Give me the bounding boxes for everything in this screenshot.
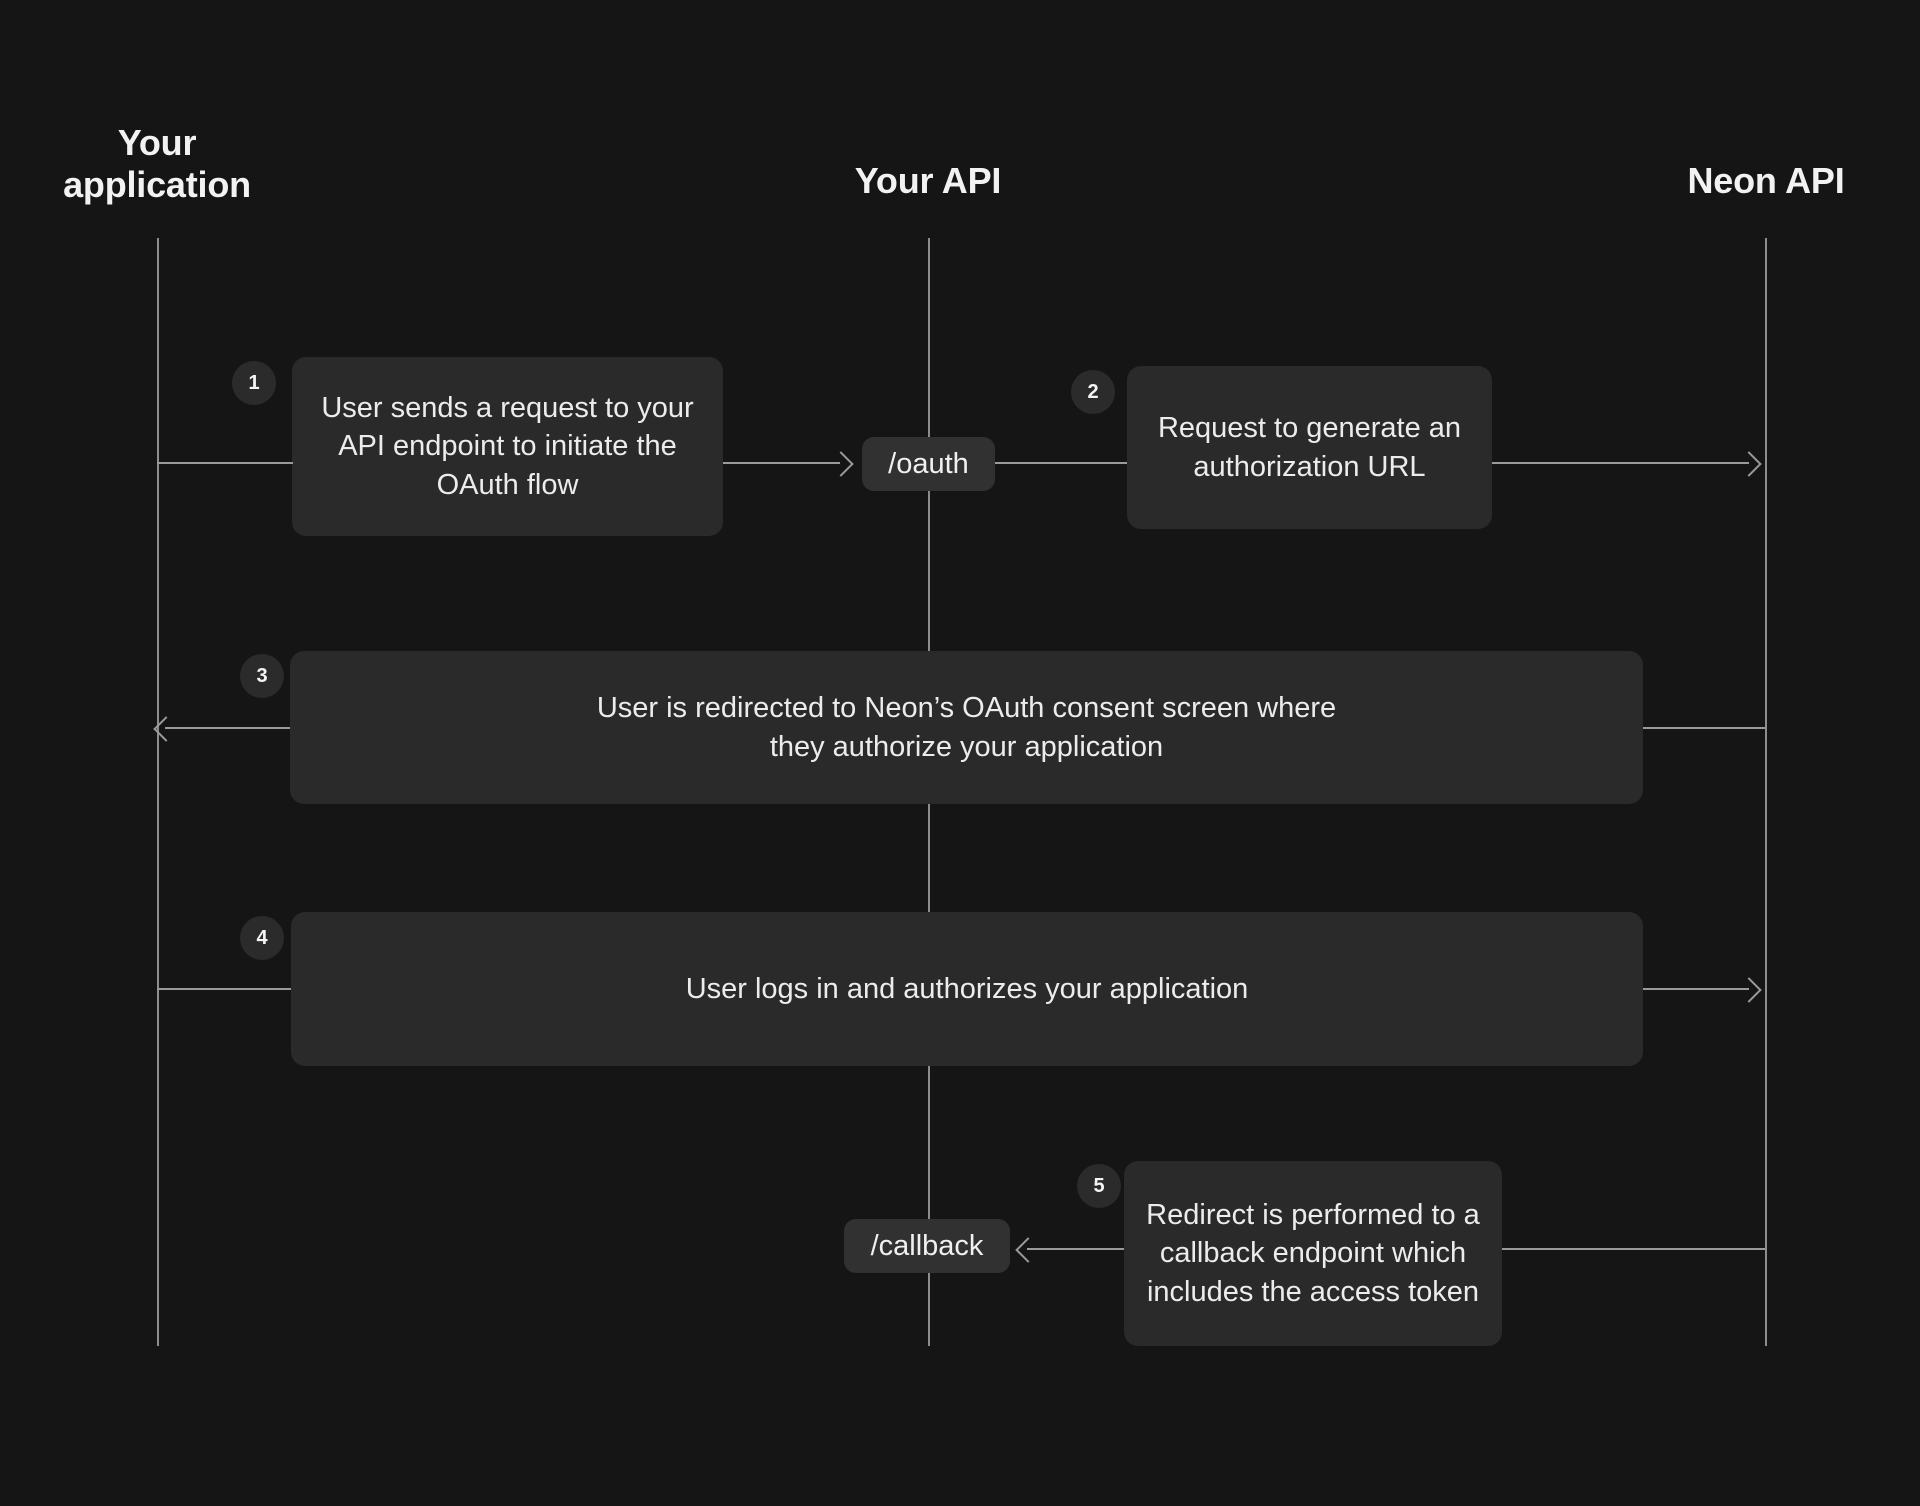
connector-step-2-right	[1492, 462, 1749, 464]
actor-label-your-application: Your application	[63, 122, 251, 206]
connector-step-5-left	[1027, 1248, 1124, 1250]
arrowhead-step-2	[1736, 451, 1762, 477]
lifeline-your-application	[157, 238, 159, 1346]
arrowhead-step-4	[1736, 977, 1762, 1003]
lifeline-neon-api	[1765, 238, 1767, 1346]
endpoint-pill-oauth[interactable]: /oauth	[862, 437, 995, 491]
arrowhead-step-5	[1015, 1237, 1041, 1263]
message-text-step-5: Redirect is performed to a callback endp…	[1146, 1198, 1480, 1308]
message-box-step-5: Redirect is performed to a callback endp…	[1124, 1161, 1502, 1346]
step-badge-3: 3	[240, 654, 284, 698]
connector-step-1-left	[157, 462, 293, 464]
connector-step-5-right	[1502, 1248, 1765, 1250]
step-badge-1: 1	[232, 361, 276, 405]
connector-step-3-right	[1643, 727, 1765, 729]
step-badge-4: 4	[240, 916, 284, 960]
endpoint-pill-callback[interactable]: /callback	[844, 1219, 1010, 1273]
connector-step-1-right	[723, 462, 840, 464]
step-badge-5: 5	[1077, 1164, 1121, 1208]
connector-step-4-right	[1643, 988, 1749, 990]
arrowhead-step-1	[828, 451, 854, 477]
message-box-step-1: User sends a request to your API endpoin…	[292, 357, 723, 536]
message-text-step-3: User is redirected to Neon’s OAuth conse…	[596, 691, 1337, 763]
message-text-step-4: User logs in and authorizes your applica…	[685, 972, 1249, 1005]
message-text-step-2: Request to generate an authorization URL	[1157, 411, 1462, 483]
actor-label-neon-api: Neon API	[1687, 160, 1845, 201]
message-box-step-3: User is redirected to Neon’s OAuth conse…	[290, 651, 1643, 804]
message-text-step-1: User sends a request to your API endpoin…	[321, 391, 694, 501]
connector-step-3-left	[165, 727, 290, 729]
message-box-step-2: Request to generate an authorization URL	[1127, 366, 1492, 529]
connector-step-2-left	[995, 462, 1127, 464]
connector-step-4-left	[157, 988, 291, 990]
message-box-step-4: User logs in and authorizes your applica…	[291, 912, 1643, 1066]
actor-label-your-api: Your API	[854, 160, 1002, 201]
step-badge-2: 2	[1071, 370, 1115, 414]
